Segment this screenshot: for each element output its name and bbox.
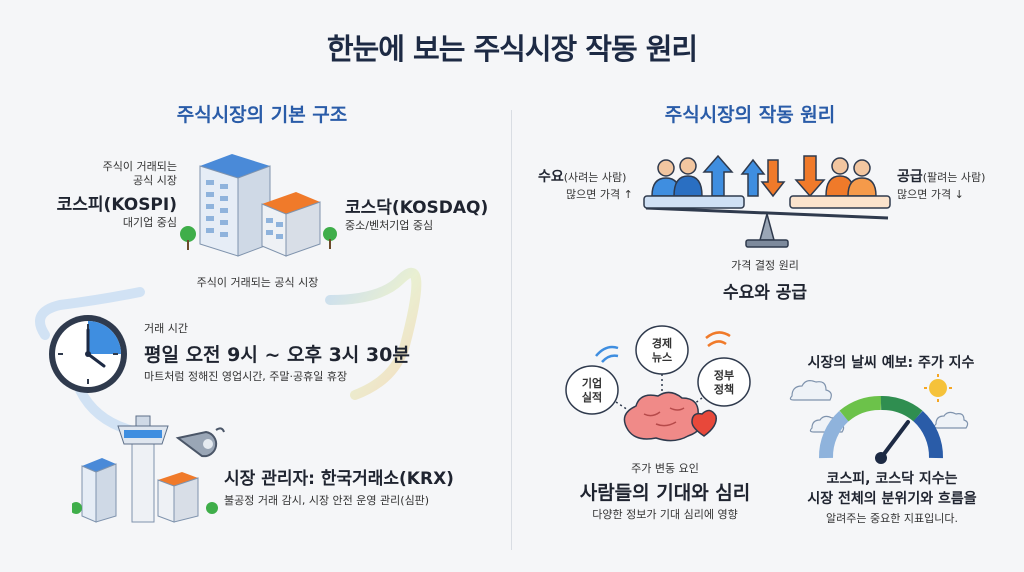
volatility-title: 사람들의 기대와 심리: [579, 482, 751, 504]
trading-hours-label: 거래 시간: [144, 322, 188, 335]
kospi-caption-line1: 주식이 거래되는: [102, 160, 177, 173]
index-desc-line2: 시장 전체의 분위기와 흐름을: [807, 491, 977, 507]
supply-desc: 많으면 가격 ↓: [897, 188, 964, 201]
section-divider: [511, 110, 512, 550]
price-caption: 가격 결정 원리: [731, 259, 799, 272]
page-title: 한눈에 보는 주식시장 작동 원리: [326, 32, 698, 66]
stock-exchange-buildings: [180, 154, 337, 257]
kosdaq-desc: 중소/벤처기업 중심: [345, 219, 434, 232]
supply-label-text: 공급: [897, 169, 923, 185]
section-title-structure: 주식시장의 기본 구조: [176, 104, 348, 126]
clock-icon: [49, 315, 127, 393]
factor-1-line1: 기업: [581, 377, 603, 390]
brain-factors-illustration: [565, 325, 751, 442]
section-title-mechanism: 주식시장의 작동 원리: [664, 104, 836, 126]
trading-hours-desc: 마트처럼 정해진 영업시간, 주말·공휴일 휴장: [144, 370, 348, 383]
market-caption: 주식이 거래되는 공식 시장: [196, 276, 319, 289]
price-title: 수요와 공급: [722, 283, 808, 303]
factor-2-line1: 경제: [651, 337, 673, 350]
demand-desc: 많으면 가격 ↑: [566, 188, 633, 201]
index-desc-line1: 코스피, 코스닥 지수는: [826, 471, 958, 487]
weather-title: 시장의 날씨 예보: 주가 지수: [807, 355, 975, 371]
whistle-icon: [175, 427, 225, 458]
balance-scale-illustration: [643, 154, 891, 248]
kospi-caption-line2: 공식 시장: [133, 174, 177, 187]
factor-3-line2: 정책: [713, 383, 735, 396]
demand-label: 수요(사려는 사람): [538, 166, 626, 186]
factor-1-line2: 실적: [581, 391, 603, 404]
trading-hours-value: 평일 오전 9시 ~ 오후 3시 30분: [144, 344, 410, 366]
supply-label-paren: (팔려는 사람): [922, 171, 986, 184]
index-desc-line3: 알려주는 중요한 지표입니다.: [826, 512, 958, 525]
market-manager-title: 시장 관리자: 한국거래소(KRX): [224, 469, 454, 489]
factor-2-line2: 뉴스: [651, 351, 673, 364]
krx-tower-illustration: [72, 415, 218, 523]
index-gauge-illustration: [789, 374, 969, 464]
supply-label: 공급(팔려는 사람): [897, 166, 985, 186]
market-manager-desc: 불공정 거래 감시, 시장 안전 운영 관리(심판): [224, 494, 430, 507]
kosdaq-name: 코스닥(KOSDAQ): [345, 198, 489, 218]
demand-label-text: 수요: [538, 169, 564, 185]
kospi-desc: 대기업 중심: [122, 216, 177, 229]
kospi-name: 코스피(KOSPI): [56, 195, 177, 215]
factor-3-line1: 정부: [713, 369, 735, 382]
volatility-caption: 주가 변동 요인: [631, 462, 699, 475]
volatility-desc: 다양한 정보가 기대 심리에 영향: [592, 508, 738, 521]
demand-label-paren: (사려는 사람): [563, 171, 627, 184]
